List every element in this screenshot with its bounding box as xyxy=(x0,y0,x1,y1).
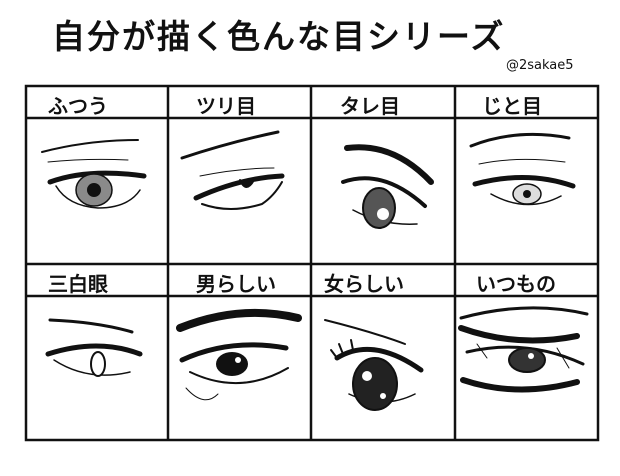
label-upturned-eye: ツリ目 xyxy=(196,94,256,118)
label-drooping-eye: タレ目 xyxy=(340,94,400,118)
eye-chart-grid: ふつう ツリ目 タレ目 じと目 三白眼 男らしい 女らしい いつもの xyxy=(24,84,600,442)
label-sanpaku-eye: 三白眼 xyxy=(48,272,108,296)
page-title: 自分が描く色んな目シリーズ xyxy=(52,17,506,56)
upturned-eye-drawing xyxy=(180,130,285,210)
author-handle: @2sakae5 xyxy=(506,58,574,73)
drooping-eye-drawing xyxy=(341,144,434,229)
feminine-eye-drawing xyxy=(324,319,424,411)
label-normal-eye: ふつう xyxy=(48,94,108,118)
label-usual-eye: いつもの xyxy=(476,272,556,296)
label-half-lidded-eye: じと目 xyxy=(482,94,542,118)
usual-eye-drawing xyxy=(458,306,589,393)
manly-eye-drawing xyxy=(176,308,302,401)
label-manly-eye: 男らしい xyxy=(196,272,276,296)
half-lidded-eye-drawing xyxy=(469,132,576,206)
label-feminine-eye: 女らしい xyxy=(324,272,404,296)
sanpaku-eye-drawing xyxy=(45,318,143,377)
normal-eye-drawing xyxy=(41,139,147,209)
grid-lines xyxy=(24,84,600,442)
